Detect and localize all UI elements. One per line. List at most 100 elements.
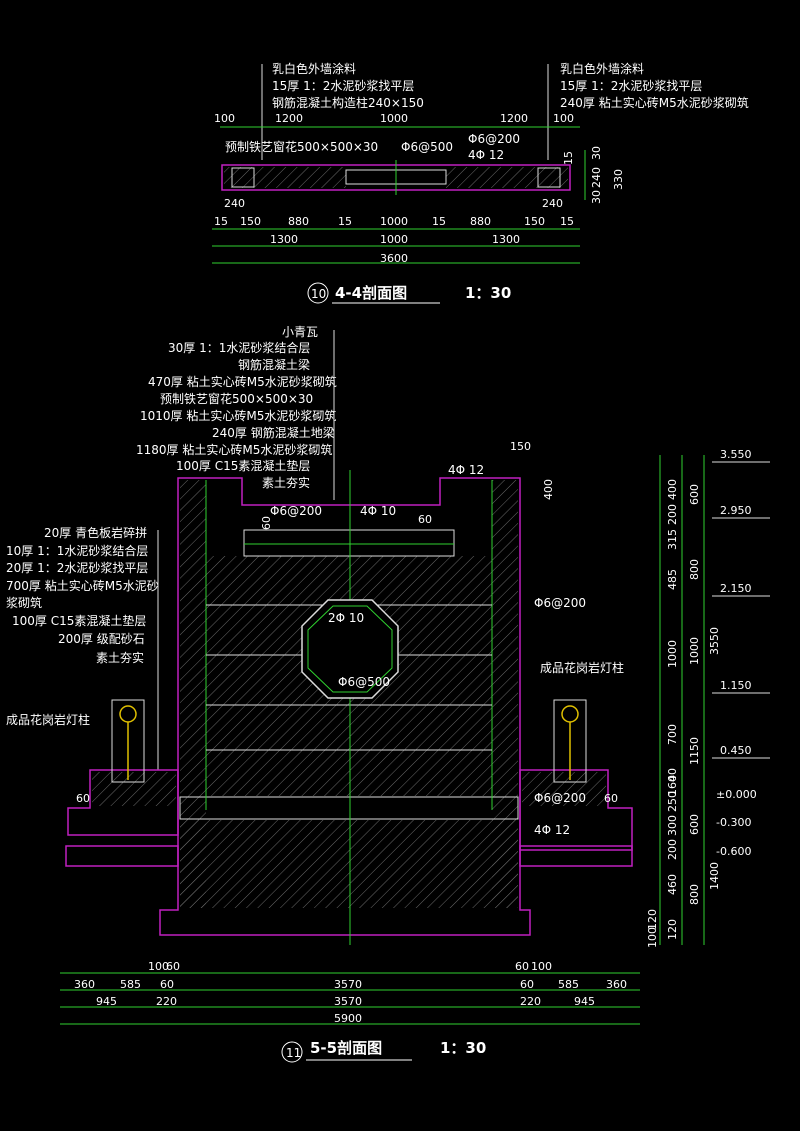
lamp-icon <box>119 705 137 723</box>
plan-wall-left <box>224 167 346 188</box>
dim-text: 880 <box>470 215 491 228</box>
plan-wall-right <box>446 167 568 188</box>
svg-text:100: 100 <box>646 927 659 948</box>
left-note: 素土夯实 <box>96 650 144 665</box>
beam <box>243 529 455 557</box>
dim-text: 30 <box>590 146 603 160</box>
dim-text: 360 <box>74 978 95 991</box>
plan-right-note-2: 15厚 1：2水泥砂浆找平层 <box>560 78 702 93</box>
rebar-label: Φ6@200 <box>534 596 586 610</box>
dim-text: 60 <box>160 978 174 991</box>
dim-text: 585 <box>120 978 141 991</box>
dim-text: 585 <box>558 978 579 991</box>
svg-text:600: 600 <box>688 484 701 505</box>
dim-text: 360 <box>606 978 627 991</box>
top-note: 1010厚 粘土实心砖M5水泥砂浆砌筑 <box>140 408 336 423</box>
dim-text: 330 <box>612 169 625 190</box>
left-note: 100厚 C15素混凝土垫层 <box>12 613 146 628</box>
top-note: 预制铁艺窗花500×500×30 <box>160 391 313 406</box>
rebar-label: Φ6@200 <box>468 132 520 146</box>
plan-left-note-1: 乳白色外墙涂料 <box>272 61 356 76</box>
section-scale: 1：30 <box>440 1039 486 1057</box>
window-rebar <box>307 605 393 693</box>
dim-text: 1300 <box>492 233 520 246</box>
lamp-label-right: 成品花岗岩灯柱 <box>540 660 624 675</box>
dim-text: 1000 <box>380 233 408 246</box>
lamp-left <box>111 699 145 783</box>
vertical-dims-c: 3550 1400 <box>708 627 721 890</box>
dim-text: 100 <box>553 112 574 125</box>
svg-text:160: 160 <box>666 775 679 796</box>
section-number-circle <box>281 1041 303 1063</box>
svg-text:3.550: 3.550 <box>720 448 752 461</box>
rebar-label: Φ6@500 <box>338 675 390 689</box>
dim-text: 5900 <box>334 1012 362 1025</box>
vertical-dims-b: 600 800 1000 1150 600 800 <box>688 484 701 905</box>
dim-text: 30 <box>590 190 603 204</box>
dim-text: 150 <box>510 440 531 453</box>
rebar-label: Φ6@500 <box>401 140 453 154</box>
plan-column-right <box>537 167 561 188</box>
vertical-dims-a: 400 200 315 485 1000 700 40 160 250 300 … <box>646 479 679 948</box>
rebar-label: 4Φ 10 <box>360 504 396 518</box>
left-note: 700厚 粘土实心砖M5水泥砂 <box>6 578 159 593</box>
dim-text: 15 <box>214 215 228 228</box>
dim-text: 880 <box>288 215 309 228</box>
svg-text:300: 300 <box>666 815 679 836</box>
svg-text:700: 700 <box>666 724 679 745</box>
lamp-icon <box>561 705 579 723</box>
dim-text: 1200 <box>500 112 528 125</box>
left-note: 浆砌筑 <box>6 595 42 610</box>
dim-text: 1200 <box>275 112 303 125</box>
section-number: 11 <box>286 1046 301 1060</box>
svg-text:120: 120 <box>666 919 679 940</box>
left-note: 200厚 级配砂石 <box>58 632 145 646</box>
plan-left-note-2: 15厚 1：2水泥砂浆找平层 <box>272 78 414 93</box>
dim-text: 60 <box>166 960 180 973</box>
dim-text: 60 <box>604 792 618 805</box>
dim-text: 60 <box>260 516 273 530</box>
dim-text: 220 <box>156 995 177 1008</box>
rebar-label: 4Φ 12 <box>534 823 570 837</box>
section-number: 10 <box>311 287 326 301</box>
dim-text: 3570 <box>334 995 362 1008</box>
dim-text: 100 <box>531 960 552 973</box>
dim-text: 1300 <box>270 233 298 246</box>
dim-text: 60 <box>76 792 90 805</box>
dim-text: 945 <box>96 995 117 1008</box>
svg-text:1150: 1150 <box>688 737 701 765</box>
rebar-label: 4Φ 12 <box>448 463 484 477</box>
svg-text:800: 800 <box>688 884 701 905</box>
svg-text:3550: 3550 <box>708 627 721 655</box>
svg-text:0.450: 0.450 <box>720 744 752 757</box>
svg-text:40: 40 <box>666 768 679 782</box>
dim-text: 220 <box>520 995 541 1008</box>
left-note: 10厚 1：1水泥砂浆结合层 <box>6 543 148 558</box>
dim-text: 100 <box>214 112 235 125</box>
plan-section: 乳白色外墙涂料 15厚 1：2水泥砂浆找平层 钢筋混凝土构造柱240×150 乳… <box>212 61 749 304</box>
svg-text:460: 460 <box>666 874 679 895</box>
top-note: 1180厚 粘土实心砖M5水泥砂浆砌筑 <box>136 442 332 457</box>
elevation-marks: 3.550 2.950 2.150 1.150 0.450 ±0.000 -0.… <box>712 448 770 858</box>
svg-text:600: 600 <box>688 814 701 835</box>
svg-text:-0.300: -0.300 <box>716 816 751 829</box>
svg-text:1000: 1000 <box>666 640 679 668</box>
svg-text:1400: 1400 <box>708 862 721 890</box>
dim-text: 1000 <box>380 215 408 228</box>
svg-text:250: 250 <box>666 791 679 812</box>
rebar-label: 4Φ 12 <box>468 148 504 162</box>
rebar-label: Φ6@200 <box>534 791 586 805</box>
svg-text:120: 120 <box>646 909 659 930</box>
svg-text:1.150: 1.150 <box>720 679 752 692</box>
window-note: 预制铁艺窗花500×500×30 <box>225 139 378 154</box>
lamp-right <box>553 699 587 783</box>
top-note: 小青瓦 <box>282 325 318 339</box>
octagon-window <box>301 599 399 699</box>
ground-beam <box>179 796 519 820</box>
top-note: 素土夯实 <box>262 475 310 490</box>
dim-text: 15 <box>432 215 446 228</box>
svg-text:200: 200 <box>666 504 679 525</box>
footing-left <box>65 845 179 867</box>
wall-outline <box>159 477 531 936</box>
